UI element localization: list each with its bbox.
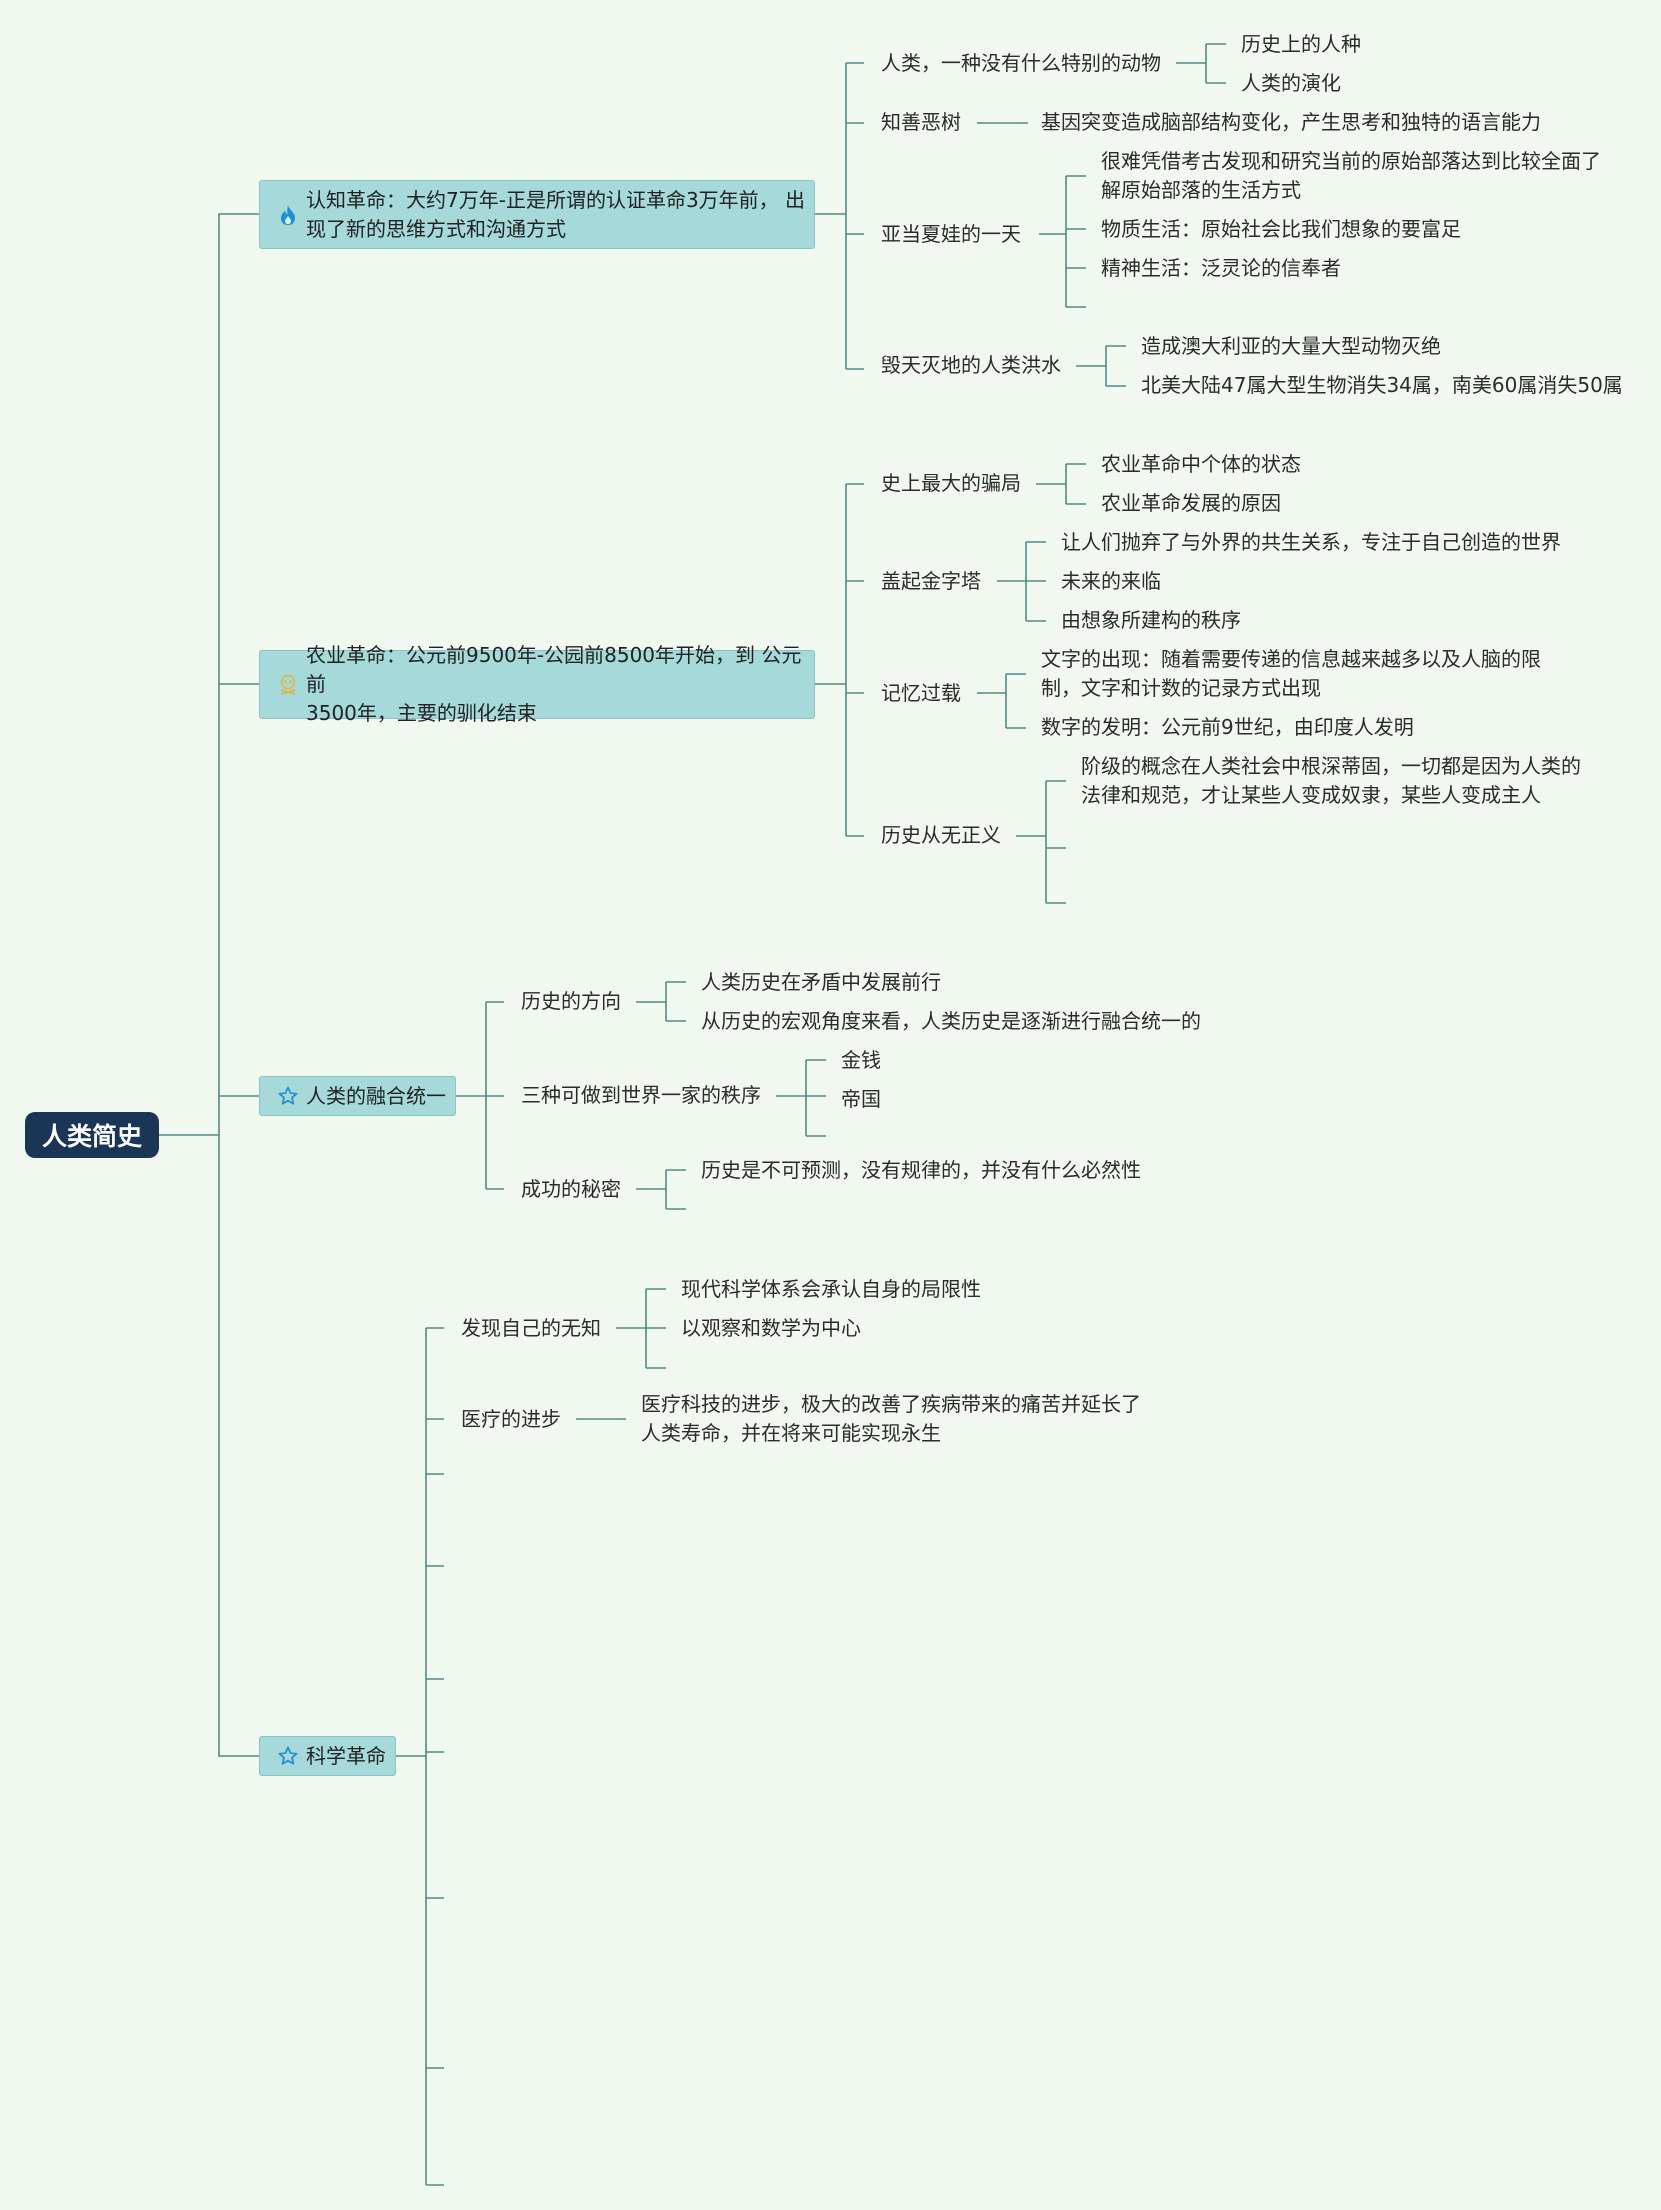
leaf-macro-unification[interactable]: 从历史的宏观角度来看，人类历史是逐渐进行融合统一的: [701, 1009, 1201, 1033]
topic-human-unification[interactable]: 人类的融合统一: [259, 1076, 456, 1116]
leaf-empire[interactable]: 帝国: [841, 1087, 881, 1111]
subtopic-adam-eve-day[interactable]: 亚当夏娃的一天: [881, 222, 1021, 246]
topic-agricultural-revolution[interactable]: 农业革命：公元前9500年-公园前8500年开始，到 公元前 3500年，主要的…: [259, 643, 815, 725]
leaf-spiritual-life[interactable]: 精神生活：泛灵论的信奉者: [1101, 256, 1341, 280]
subtopic-success-secret[interactable]: 成功的秘密: [521, 1177, 621, 1201]
subtopic-biggest-scam[interactable]: 史上最大的骗局: [881, 471, 1021, 495]
leaf-observation-math[interactable]: 以观察和数学为中心: [681, 1316, 861, 1340]
root-node[interactable]: 人类简史: [25, 1112, 159, 1158]
topic-label: 认知革命：大约7万年-正是所谓的认证革命3万年前， 出 现了新的思维方式和沟通方…: [306, 187, 806, 241]
subtopic-discover-ignorance[interactable]: 发现自己的无知: [461, 1316, 601, 1340]
subtopic-memory-overload[interactable]: 记忆过载: [881, 681, 961, 705]
leaf-limitations[interactable]: 现代科学体系会承认自身的局限性: [681, 1277, 981, 1301]
leaf-unpredictable[interactable]: 历史是不可预测，没有规律的，并没有什么必然性: [701, 1158, 1141, 1182]
leaf-contradiction-progress[interactable]: 人类历史在矛盾中发展前行: [701, 970, 941, 994]
leaf-human-evolution[interactable]: 人类的演化: [1241, 71, 1341, 95]
leaf-numbers-invented[interactable]: 数字的发明：公元前9世纪，由印度人发明: [1041, 715, 1414, 739]
leaf-human-species[interactable]: 历史上的人种: [1241, 32, 1361, 56]
topic-cognitive-revolution[interactable]: 认知革命：大约7万年-正是所谓的认证革命3万年前， 出 现了新的思维方式和沟通方…: [259, 180, 815, 249]
leaf-archaeology-difficulty[interactable]: 很难凭借考古发现和研究当前的原始部落达到比较全面了 解原始部落的生活方式: [1101, 149, 1601, 202]
leaf-future-coming[interactable]: 未来的来临: [1061, 569, 1161, 593]
leaf-money[interactable]: 金钱: [841, 1048, 881, 1072]
leaf-america-extinction[interactable]: 北美大陆47属大型生物消失34属，南美60属消失50属: [1141, 373, 1623, 397]
topic-label: 科学革命: [306, 1743, 386, 1768]
leaf-writing-appears[interactable]: 文字的出现：随着需要传递的信息越来越多以及人脑的限 制，文字和计数的记录方式出现: [1041, 647, 1541, 700]
subtopic-history-direction[interactable]: 历史的方向: [521, 989, 621, 1013]
flame-icon: [276, 204, 300, 226]
leaf-development-reason[interactable]: 农业革命发展的原因: [1101, 491, 1281, 515]
star-icon: [276, 1086, 300, 1106]
subtopic-special-animal[interactable]: 人类，一种没有什么特别的动物: [881, 51, 1161, 75]
leaf-medical-technology[interactable]: 医疗科技的进步，极大的改善了疾病带来的痛苦并延长了 人类寿命，并在将来可能实现永…: [641, 1392, 1141, 1445]
topic-label: 人类的融合统一: [306, 1083, 446, 1108]
topic-label: 农业革命：公元前9500年-公园前8500年开始，到 公元前 3500年，主要的…: [306, 643, 802, 725]
leaf-australia-extinction[interactable]: 造成澳大利亚的大量大型动物灭绝: [1141, 334, 1441, 358]
leaf-individual-state[interactable]: 农业革命中个体的状态: [1101, 452, 1301, 476]
subtopic-three-orders[interactable]: 三种可做到世界一家的秩序: [521, 1083, 761, 1107]
star-icon: [276, 1746, 300, 1766]
root-label: 人类简史: [41, 1122, 142, 1151]
subtopic-human-flood[interactable]: 毁天灭地的人类洪水: [881, 353, 1061, 377]
subtopic-tree-of-knowledge[interactable]: 知善恶树: [881, 110, 961, 134]
leaf-imagined-order[interactable]: 由想象所建构的秩序: [1061, 608, 1241, 632]
topic-scientific-revolution[interactable]: 科学革命: [259, 1736, 396, 1776]
leaf-symbiosis[interactable]: 让人们抛弃了与外界的共生关系，专注于自己创造的世界: [1061, 530, 1561, 554]
leaf-gene-mutation[interactable]: 基因突变造成脑部结构变化，产生思考和独特的语言能力: [1041, 110, 1541, 134]
subtopic-pyramids[interactable]: 盖起金字塔: [881, 569, 981, 593]
subtopic-medical-progress[interactable]: 医疗的进步: [461, 1407, 561, 1431]
skull-icon: [276, 674, 300, 696]
leaf-class-concept[interactable]: 阶级的概念在人类社会中根深蒂固，一切都是因为人类的 法律和规范，才让某些人变成奴…: [1081, 754, 1581, 807]
subtopic-no-justice[interactable]: 历史从无正义: [881, 823, 1001, 847]
leaf-material-life[interactable]: 物质生活：原始社会比我们想象的要富足: [1101, 217, 1461, 241]
